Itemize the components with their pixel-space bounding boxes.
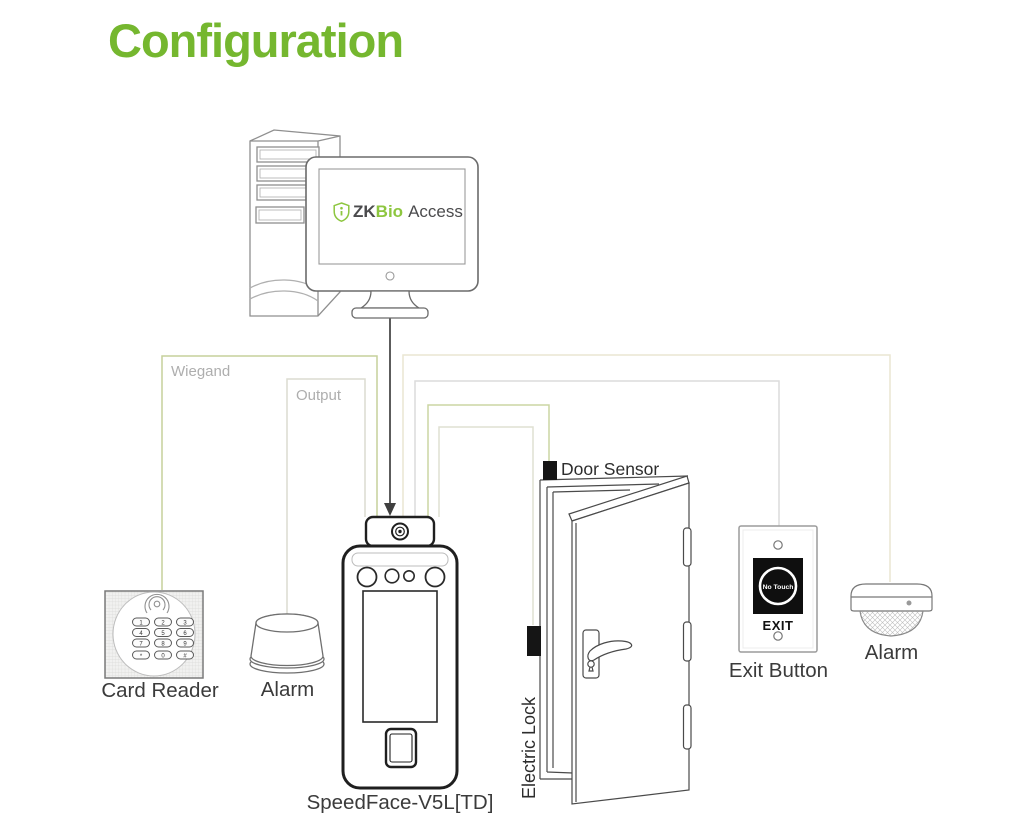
wiegand-label: Wiegand [171, 363, 231, 380]
keypad [132, 617, 194, 660]
screw-top-icon [773, 540, 783, 550]
speedface-terminal [341, 515, 459, 790]
speedface-label: SpeedFace-V5L[TD] [306, 791, 494, 814]
wire-output-alarm [286, 378, 366, 616]
key-3: 3 [183, 620, 187, 626]
key-1: 1 [139, 620, 143, 626]
exit-button-label: Exit Button [728, 659, 829, 682]
alarm-siren [249, 613, 325, 674]
no-touch-ring-icon [758, 566, 798, 606]
wire-main-pc-to-speedface [384, 318, 396, 516]
wire-door-sensor [427, 404, 550, 517]
exit-text: EXIT [763, 618, 794, 633]
key-2: 2 [161, 620, 165, 626]
sensor-right-icon [424, 566, 446, 588]
monitor-screen [318, 168, 466, 265]
key-6: 6 [183, 631, 187, 637]
alarm-right-label: Alarm [864, 641, 919, 664]
output-label: Output [296, 387, 342, 404]
electric-lock-block [527, 626, 541, 656]
screw-bottom-icon [773, 631, 783, 641]
keypad-digits: 1 2 3 4 5 6 7 8 9 * 0 # [139, 620, 187, 660]
key-5: 5 [161, 631, 165, 637]
logo-access: Access [408, 202, 463, 221]
led-icon [906, 600, 912, 606]
key-hash: # [183, 653, 187, 659]
monitor-stand [358, 290, 422, 309]
sensor-mid-left-icon [384, 568, 400, 584]
speedface-screen [362, 590, 438, 723]
door-hinges [682, 527, 692, 750]
page-title: Configuration [108, 14, 404, 67]
key-0: 0 [161, 653, 165, 659]
shield-icon [333, 202, 350, 222]
wire-wiegand-card-reader [161, 355, 378, 590]
key-4: 4 [139, 631, 143, 637]
card-reader: 1 2 3 4 5 6 7 8 9 * 0 # [104, 590, 204, 679]
key-7: 7 [139, 641, 143, 647]
rfid-signal-icon [144, 593, 170, 614]
door-sensor-block [543, 461, 557, 480]
monitor [305, 156, 479, 319]
electric-lock-label: Electric Lock [519, 696, 539, 799]
logo-zk: ZK [353, 202, 376, 221]
card-reader-label: Card Reader [101, 679, 219, 702]
wire-electric-lock [438, 426, 534, 625]
alarm-dome [850, 583, 933, 637]
sensor-left-icon [356, 566, 378, 588]
arrow-down-icon [384, 503, 396, 516]
wiring [161, 354, 891, 625]
key-8: 8 [161, 641, 165, 647]
door-handle-lever [587, 640, 633, 662]
exit-button-device: No Touch EXIT [738, 525, 818, 653]
wire-alarm-right [402, 354, 891, 582]
wire-exit-button [414, 380, 780, 526]
no-touch-text: No Touch [763, 584, 794, 591]
monitor-base [351, 307, 429, 319]
door-sensor-label: Door Sensor [561, 459, 660, 479]
alarm-left-label: Alarm [260, 678, 315, 701]
keyhole-icon [587, 660, 595, 668]
monitor-power-button [385, 271, 395, 281]
key-star: * [140, 654, 143, 660]
key-9: 9 [183, 641, 187, 647]
door-assembly [527, 461, 692, 805]
sensor-mid-right-icon [402, 569, 415, 582]
logo-bio: Bio [375, 202, 404, 221]
